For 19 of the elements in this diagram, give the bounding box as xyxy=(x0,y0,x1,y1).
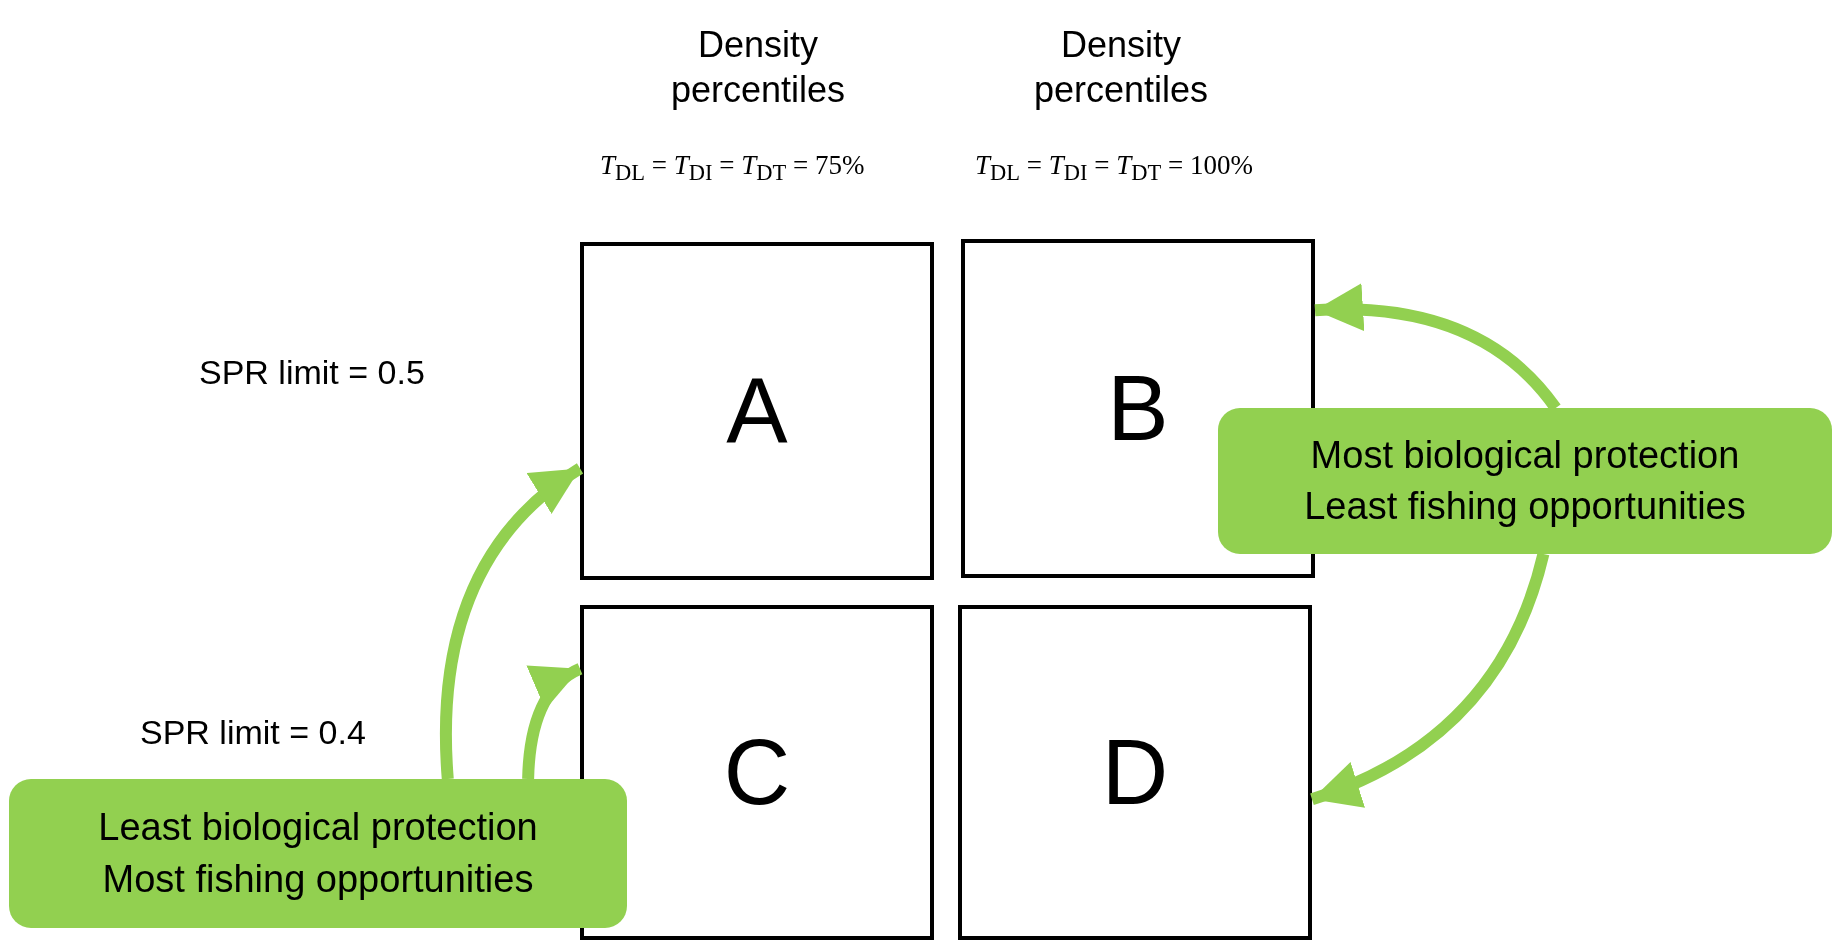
quadrant-letter: D xyxy=(1101,720,1169,825)
column-header: Density percentiles xyxy=(669,23,847,112)
callout-text: Most biological protection Least fishing opportunities xyxy=(1303,432,1747,529)
quadrant-box xyxy=(958,605,1312,940)
curved-arrow xyxy=(1310,552,1550,806)
threshold-formula: T$_{DL}$ = T$_{DI}$ = T$_{DT}$ = 100% xyxy=(975,150,1254,187)
quadrant-letter: A xyxy=(726,358,788,464)
quadrant-box xyxy=(580,242,934,580)
threshold-formula: T$_{DL}$ = T$_{DI}$ = T$_{DT}$ = 75% xyxy=(600,150,865,187)
quadrant-letter: C xyxy=(723,720,791,825)
column-header: Density percentiles xyxy=(1032,23,1210,112)
callout-box xyxy=(1218,408,1832,554)
row-label: SPR limit = 0.5 xyxy=(199,353,425,392)
callout-box xyxy=(9,779,627,928)
curved-arrow xyxy=(522,663,583,780)
row-label: SPR limit = 0.4 xyxy=(140,713,366,752)
curved-arrow xyxy=(440,463,584,780)
quadrant-letter: B xyxy=(1107,356,1169,461)
callout-text: Least biological protection Most fishing opportunities xyxy=(97,805,539,902)
